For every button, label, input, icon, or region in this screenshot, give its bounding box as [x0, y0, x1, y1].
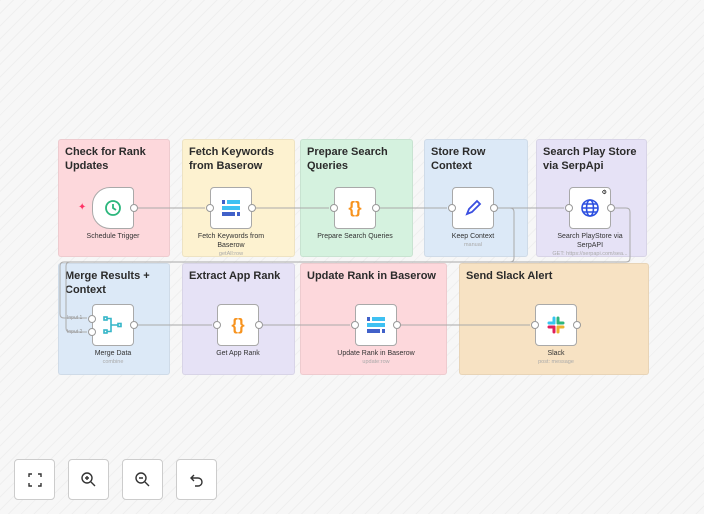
node-keep-context[interactable]: [448, 187, 498, 229]
input-port[interactable]: [448, 204, 456, 212]
node-get-app-rank[interactable]: {}: [213, 304, 263, 346]
output-port[interactable]: [573, 321, 581, 329]
note-title: Check for Rank Updates: [65, 146, 146, 172]
input-port[interactable]: [531, 321, 539, 329]
node-merge-data[interactable]: [88, 304, 138, 346]
output-port[interactable]: [372, 204, 380, 212]
node-schedule-trigger[interactable]: [92, 187, 138, 229]
fit-view-icon: [27, 472, 42, 487]
output-port[interactable]: [490, 204, 498, 212]
note-title: Search Play Store via SerpApi: [543, 146, 637, 172]
output-port[interactable]: [130, 204, 138, 212]
code-braces-icon: {}: [231, 315, 245, 334]
trigger-bolt-icon: ✦: [78, 202, 87, 213]
note-title: Update Rank in Baserow: [307, 270, 436, 282]
node-label: Slack: [547, 350, 565, 357]
node-fetch-keywords[interactable]: [206, 187, 256, 229]
node-label: Keep Context: [451, 233, 495, 240]
output-port[interactable]: [393, 321, 401, 329]
slack-icon: [547, 316, 565, 334]
clock-icon: [105, 200, 121, 216]
input-label: Input 1: [67, 315, 83, 321]
node-subtitle: manual: [463, 242, 483, 248]
baserow-icon: [367, 317, 385, 333]
output-port[interactable]: [248, 204, 256, 212]
zoom-out-button[interactable]: [122, 459, 163, 500]
input-port[interactable]: [351, 321, 359, 329]
node-search-playstore[interactable]: ⚙: [565, 187, 615, 229]
node-label: Fetch Keywords from Baserow: [197, 233, 265, 249]
input-label: Input 2: [67, 329, 83, 335]
node-slack[interactable]: [531, 304, 581, 346]
baserow-icon: [222, 200, 240, 216]
node-label: Merge Data: [94, 350, 132, 357]
sticky-note[interactable]: Check for Rank Updates: [58, 139, 170, 257]
zoom-in-icon: [81, 472, 96, 487]
input-port[interactable]: [330, 204, 338, 212]
note-title: Store Row Context: [431, 146, 486, 172]
pencil-icon: [465, 199, 482, 216]
output-port[interactable]: [607, 204, 615, 212]
note-title: Merge Results + Context: [65, 270, 150, 296]
zoom-in-button[interactable]: [68, 459, 109, 500]
input-port[interactable]: [565, 204, 573, 212]
node-update-rank[interactable]: [351, 304, 401, 346]
node-subtitle: update:row: [362, 359, 390, 365]
note-title: Prepare Search Queries: [307, 146, 388, 172]
code-braces-icon: {}: [348, 198, 362, 217]
merge-icon: [103, 316, 122, 334]
node-prepare-search-queries[interactable]: {}: [330, 187, 380, 229]
undo-button[interactable]: [176, 459, 217, 500]
node-subtitle: getAll:row: [218, 251, 244, 257]
node-label: Search PlayStore via SerpAPI: [557, 233, 623, 249]
node-subtitle: GET: https://serpapi.com/sea...: [552, 251, 628, 257]
input-port-1[interactable]: [88, 315, 96, 323]
input-port[interactable]: [213, 321, 221, 329]
note-title: Send Slack Alert: [466, 270, 553, 282]
output-port[interactable]: [255, 321, 263, 329]
fit-view-button[interactable]: [14, 459, 55, 500]
node-subtitle: combine: [102, 359, 124, 365]
connection[interactable]: [65, 207, 631, 333]
node-label: Update Rank in Baserow: [337, 350, 415, 357]
undo-icon: [189, 474, 203, 487]
input-port[interactable]: [206, 204, 214, 212]
node-subtitle: post: message: [538, 359, 574, 365]
globe-icon: [581, 199, 599, 217]
node-label: Prepare Search Queries: [317, 233, 393, 240]
input-port-2[interactable]: [88, 328, 96, 336]
node-label: Get App Rank: [216, 350, 260, 357]
output-port[interactable]: [130, 321, 138, 329]
node-label: Schedule Trigger: [86, 233, 140, 240]
note-title: Fetch Keywords from Baserow: [189, 146, 274, 172]
note-title: Extract App Rank: [189, 270, 281, 282]
settings-badge-icon: ⚙: [601, 190, 607, 196]
zoom-out-icon: [135, 472, 150, 487]
